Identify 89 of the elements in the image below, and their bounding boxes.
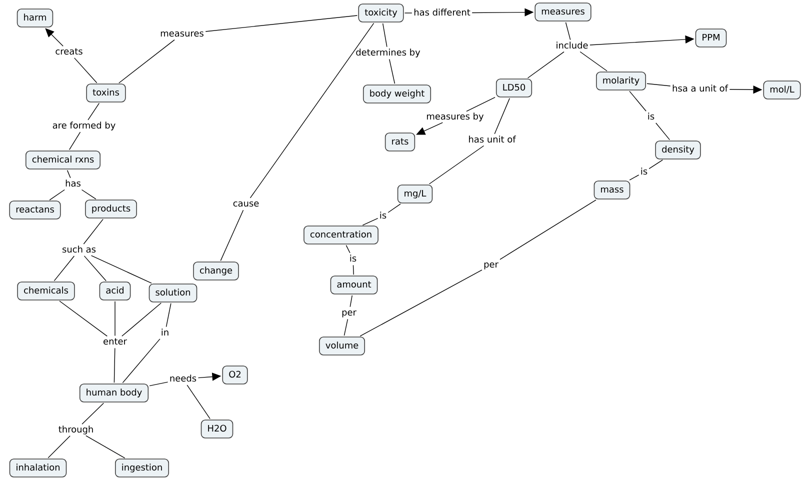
concept-box: H2O <box>200 420 234 438</box>
connector <box>66 170 71 178</box>
connector <box>149 382 168 386</box>
connector <box>629 90 646 112</box>
linking-phrase: has unit of <box>468 135 516 145</box>
linking-phrase: has different <box>413 8 471 18</box>
connector <box>86 435 126 458</box>
connector <box>82 402 104 424</box>
concept-box: reactans <box>9 200 61 220</box>
concept-box: harm <box>16 8 54 28</box>
concept-box: measures <box>534 2 592 22</box>
concept-box: volume <box>319 336 366 356</box>
linking-phrase: has <box>64 179 82 189</box>
connector <box>646 83 671 86</box>
linking-phrase: creats <box>54 47 84 57</box>
connector <box>122 302 162 336</box>
linking-phrase: hsa a unit of <box>672 84 728 94</box>
concept-box: products <box>85 200 137 218</box>
concept-box: human body <box>79 384 149 402</box>
concept-box: solution <box>148 284 198 302</box>
connector <box>344 318 348 336</box>
connector <box>220 210 244 262</box>
linking-phrase: determines by <box>355 48 421 58</box>
linking-phrase: measures <box>160 29 204 39</box>
concept-box: mg/L <box>397 184 433 204</box>
connector <box>346 244 350 254</box>
concept-box: LD50 <box>496 78 532 98</box>
connector <box>382 23 388 48</box>
connector <box>69 132 81 150</box>
connector <box>74 58 98 84</box>
connector <box>388 204 401 213</box>
concept-box: acid <box>99 282 131 300</box>
concept-box: mass <box>594 180 630 200</box>
connector <box>565 22 571 40</box>
concept-box: PPM <box>695 28 727 48</box>
connector <box>83 218 104 244</box>
connector <box>629 174 640 180</box>
connector <box>350 295 352 308</box>
connector <box>166 303 172 328</box>
concept-box: ingestion <box>115 458 170 478</box>
connector <box>186 384 210 420</box>
arrow <box>45 28 64 46</box>
connector <box>250 22 374 198</box>
linking-phrase: per <box>341 308 357 318</box>
connector <box>527 51 564 78</box>
connector <box>122 338 160 384</box>
concept-box: toxicity <box>358 4 404 22</box>
connector <box>118 39 175 84</box>
arrow <box>416 122 443 135</box>
connector <box>389 58 396 84</box>
connector <box>428 145 484 184</box>
concept-box: change <box>193 262 239 280</box>
linking-phrase: per <box>483 260 499 270</box>
connector <box>500 200 596 260</box>
linking-phrase: such as <box>62 245 96 255</box>
connector <box>580 51 608 72</box>
connector <box>48 436 70 458</box>
connector <box>362 218 378 226</box>
concept-box: inhalation <box>9 458 67 478</box>
connector <box>114 301 116 336</box>
connector <box>360 270 482 336</box>
concept-box: amount <box>330 276 378 294</box>
connector <box>404 12 412 14</box>
concept-box: chemical rxns <box>26 150 101 170</box>
concept-box: density <box>655 140 701 160</box>
connector <box>352 264 354 275</box>
linking-phrase: measures by <box>426 112 484 122</box>
connector <box>656 122 670 140</box>
concept-box: body weight <box>362 84 432 104</box>
connector <box>84 256 106 282</box>
connector <box>466 96 496 112</box>
concept-box: toxins <box>86 84 126 102</box>
linking-phrase: enter <box>102 337 128 347</box>
connector <box>90 255 152 284</box>
connector <box>205 15 358 32</box>
concept-box: chemicals <box>17 282 75 300</box>
connector <box>648 160 663 170</box>
concept-box: rats <box>384 132 416 152</box>
concept-box: molarity <box>596 72 646 90</box>
connector <box>81 189 96 200</box>
concept-box: O2 <box>222 366 248 384</box>
connector <box>88 102 100 120</box>
connector <box>114 348 116 383</box>
connector <box>494 98 510 134</box>
concept-box: mol/L <box>763 80 801 100</box>
connector <box>49 189 65 200</box>
concept-box: concentration <box>304 226 378 244</box>
connector <box>59 300 108 337</box>
connector <box>54 256 75 282</box>
